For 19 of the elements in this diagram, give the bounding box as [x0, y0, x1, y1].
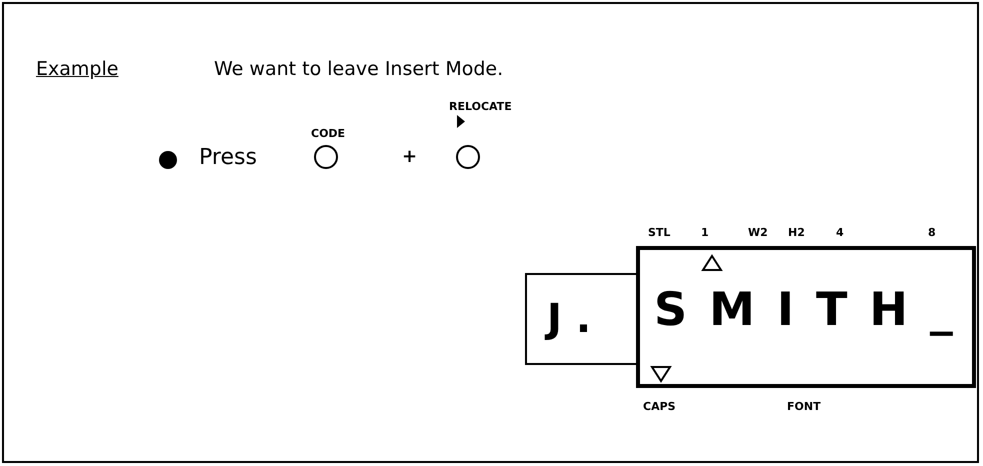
- heading: Example: [36, 58, 118, 80]
- indicator-label: W2: [748, 226, 768, 239]
- indicator-label: H2: [788, 226, 805, 239]
- key-circle: [456, 145, 480, 169]
- key-circle: [314, 145, 338, 169]
- indicator-label: STL: [648, 226, 670, 239]
- key-label: CODE: [311, 127, 346, 140]
- indicator-label: FONT: [787, 400, 821, 413]
- plus-sign: +: [402, 146, 418, 167]
- indicator-label: 8: [928, 226, 936, 239]
- indicator-label: CAPS: [643, 400, 676, 413]
- display-window: [636, 246, 976, 388]
- instruction-text: We want to leave Insert Mode.: [214, 58, 504, 80]
- instruction-text: Press: [199, 145, 257, 170]
- display-text: SMITH_: [654, 282, 975, 336]
- indicator-label: 4: [836, 226, 844, 239]
- key-label: RELOCATE: [449, 100, 512, 113]
- display-text: J.: [527, 275, 636, 363]
- indicator-label: 1: [701, 226, 709, 239]
